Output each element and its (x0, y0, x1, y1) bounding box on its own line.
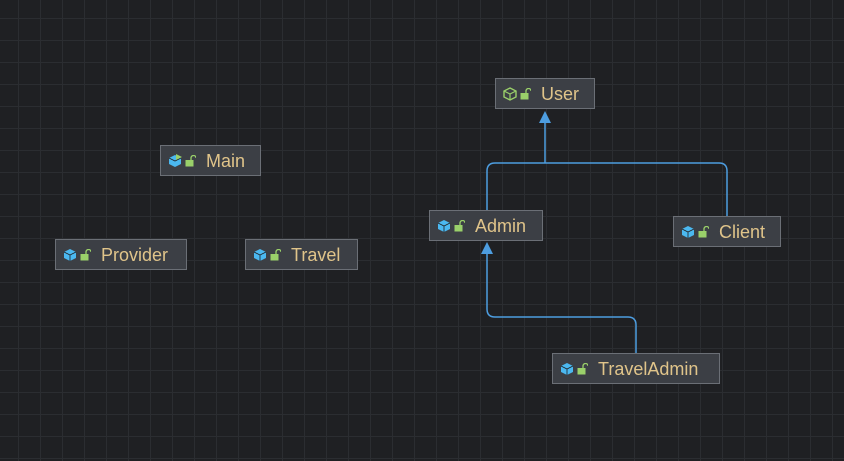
edge-traveladmin-to-admin (486, 252, 637, 353)
unlock-icon (698, 225, 709, 237)
class-label-main: Main (206, 150, 246, 171)
class-node-travel[interactable]: Travel (245, 239, 358, 270)
class-label-client: Client (719, 221, 766, 242)
class-label-user: User (541, 83, 580, 104)
unlock-icon (80, 248, 91, 260)
class-icon (253, 248, 267, 261)
class-icon (681, 225, 695, 238)
class-node-traveladmin[interactable]: TravelAdmin (552, 353, 720, 384)
unlock-icon (454, 219, 465, 231)
class-node-client[interactable]: Client (673, 216, 781, 247)
class-label-traveladmin: TravelAdmin (598, 358, 699, 379)
unlock-icon (520, 87, 531, 99)
edge-arrowhead-admin (481, 242, 493, 254)
edge-arrowhead-user (539, 111, 551, 123)
class-node-user[interactable]: User (495, 78, 595, 109)
unlock-icon (185, 154, 196, 166)
edge-admin-to-user (486, 162, 728, 217)
class-node-main[interactable]: Main (160, 145, 261, 176)
class-icon (63, 248, 77, 261)
class-node-provider[interactable]: Provider (55, 239, 187, 270)
class-label-admin: Admin (475, 215, 527, 236)
class-icon (560, 362, 574, 375)
class-icon (437, 219, 451, 232)
unlock-icon (270, 248, 281, 260)
unlock-icon (577, 362, 588, 374)
class-label-provider: Provider (101, 244, 169, 265)
main-class-icon (168, 153, 182, 167)
class-node-admin[interactable]: Admin (429, 210, 543, 241)
class-label-travel: Travel (291, 244, 341, 265)
interface-icon (503, 86, 517, 101)
